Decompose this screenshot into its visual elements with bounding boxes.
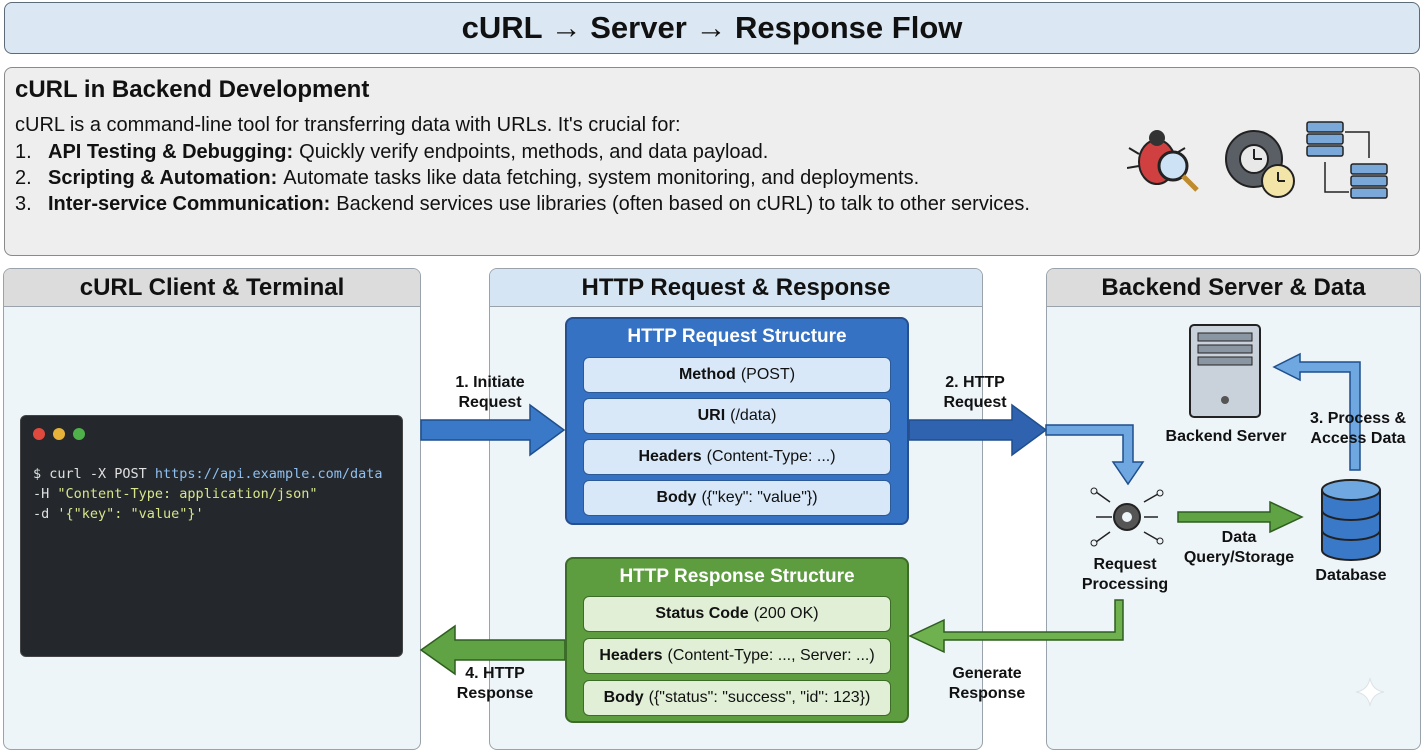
request-processing-label: Request Processing [1070,555,1180,595]
step3-label: 3. Process & Access Data [1300,409,1416,449]
sparkle-icon [1355,677,1385,707]
generate-response-label: Generate Response [935,664,1039,704]
client-panel-header: cURL Client & Terminal [4,269,420,307]
label-line: 3. Process & [1309,410,1407,427]
process-access-arrow [1272,352,1361,471]
label-line: 4. HTTP [465,665,525,682]
data-query-arrow [1177,500,1304,534]
field-value: (Content-Type: ..., Server: ...) [667,647,875,664]
label-line: Access Data [1310,430,1406,447]
label-line: 2. HTTP [945,374,1005,391]
backend-panel-header: Backend Server & Data [1047,269,1420,307]
label-line: Request [1093,556,1157,573]
code-flag: -d [33,506,58,522]
title-bar: cURL → Server → Response Flow [4,2,1420,54]
code-body-value: '{"key": "value"}' [57,506,204,522]
field-name: Body [603,689,644,706]
response-headers-field: Headers(Content-Type: ..., Server: ...) [583,638,891,674]
to-processing-arrow [1045,424,1145,486]
close-dot-icon [33,428,45,440]
label-line: Processing [1081,576,1169,593]
intro-icons [1127,121,1388,199]
list-item: 2. Scripting & Automation:Automate tasks … [15,165,1409,191]
response-structure-box: HTTP Response Structure Status Code(200 … [565,557,909,723]
window-controls [21,416,402,440]
field-value: (POST) [740,366,796,383]
label-line: Query/Storage [1183,549,1295,566]
generate-response-arrow [908,599,1124,654]
maximize-dot-icon [73,428,85,440]
bug-magnifier-icon [1127,130,1199,192]
field-value: (200 OK) [753,605,819,622]
field-name: URI [697,407,726,424]
field-name: Status Code [655,605,749,622]
request-structure-box: HTTP Request Structure Method(POST) URI(… [565,317,909,525]
request-uri-field: URI(/data) [583,398,891,434]
code-header-value: "Content-Type: application/json" [57,486,318,502]
initiate-request-arrow [420,403,566,457]
server-sync-icon [1306,121,1388,199]
http-panel-header: HTTP Request & Response [490,269,982,307]
request-structure-title: HTTP Request Structure [627,326,847,347]
minimize-dot-icon [53,428,65,440]
database-label: Database [1315,567,1387,584]
intro-heading: cURL in Backend Development [15,76,370,103]
code-url: https://api.example.com/data [154,466,383,482]
label-line: Response [456,685,534,702]
field-value: (Content-Type: ...) [706,448,836,465]
database-icon [1321,479,1381,561]
item-number: 2. [15,167,32,189]
label-line: Data [1221,529,1257,546]
terminal-window: $ curl -X POST https://api.example.com/d… [20,415,403,657]
intro-lead: cURL is a command-line tool for transfer… [15,114,681,136]
item-bold: API Testing & Debugging: [48,141,294,163]
response-body-field: Body({"status": "success", "id": 123}) [583,680,891,716]
response-status-field: Status Code(200 OK) [583,596,891,632]
server-icon [1189,324,1261,418]
item-text: Automate tasks like data fetching, syste… [283,167,920,189]
field-value: (/data) [730,407,777,424]
item-number: 1. [15,141,32,163]
http-response-arrow [419,624,566,676]
request-headers-field: Headers(Content-Type: ...) [583,439,891,475]
field-name: Headers [638,448,702,465]
item-text: Quickly verify endpoints, methods, and d… [299,141,769,163]
item-bold: Inter-service Communication: [48,193,331,215]
step1-label: 1. Initiate Request [440,373,540,413]
step2-label: 2. HTTP Request [925,373,1025,413]
item-number: 3. [15,193,32,215]
label-line: 1. Initiate [455,374,525,391]
label-line: Generate [952,665,1022,682]
list-item: 3. Inter-service Communication:Backend se… [15,191,1409,217]
field-value: ({"key": "value"}) [701,489,818,506]
item-bold: Scripting & Automation: [48,167,278,189]
terminal-code: $ curl -X POST https://api.example.com/d… [21,440,402,524]
intro-panel: cURL in Backend Development cURL is a co… [4,67,1420,256]
code-prompt: $ curl -X POST [33,466,155,482]
gear-clock-icon [1225,130,1295,198]
intro-list: 1. API Testing & Debugging:Quickly verify… [15,139,1409,217]
processing-gear-icon [1090,487,1164,547]
request-method-field: Method(POST) [583,357,891,393]
label-line: Request [943,394,1007,411]
field-name: Headers [599,647,663,664]
label-line: Request [458,394,522,411]
field-name: Body [656,489,697,506]
list-item: 1. API Testing & Debugging:Quickly verify… [15,139,1409,165]
label-line: Response [948,685,1026,702]
response-structure-title: HTTP Response Structure [619,566,855,587]
field-value: ({"status": "success", "id": 123}) [648,689,871,706]
code-flag: -H [33,486,58,502]
page-title: cURL → Server → Response Flow [461,10,963,45]
data-query-label: Data Query/Storage [1176,528,1302,568]
request-body-field: Body({"key": "value"}) [583,480,891,516]
backend-server-label: Backend Server [1165,428,1287,445]
field-name: Method [678,366,736,383]
item-text: Backend services use libraries (often ba… [336,193,1030,215]
http-request-arrow [908,403,1048,457]
step4-label: 4. HTTP Response [440,664,550,704]
